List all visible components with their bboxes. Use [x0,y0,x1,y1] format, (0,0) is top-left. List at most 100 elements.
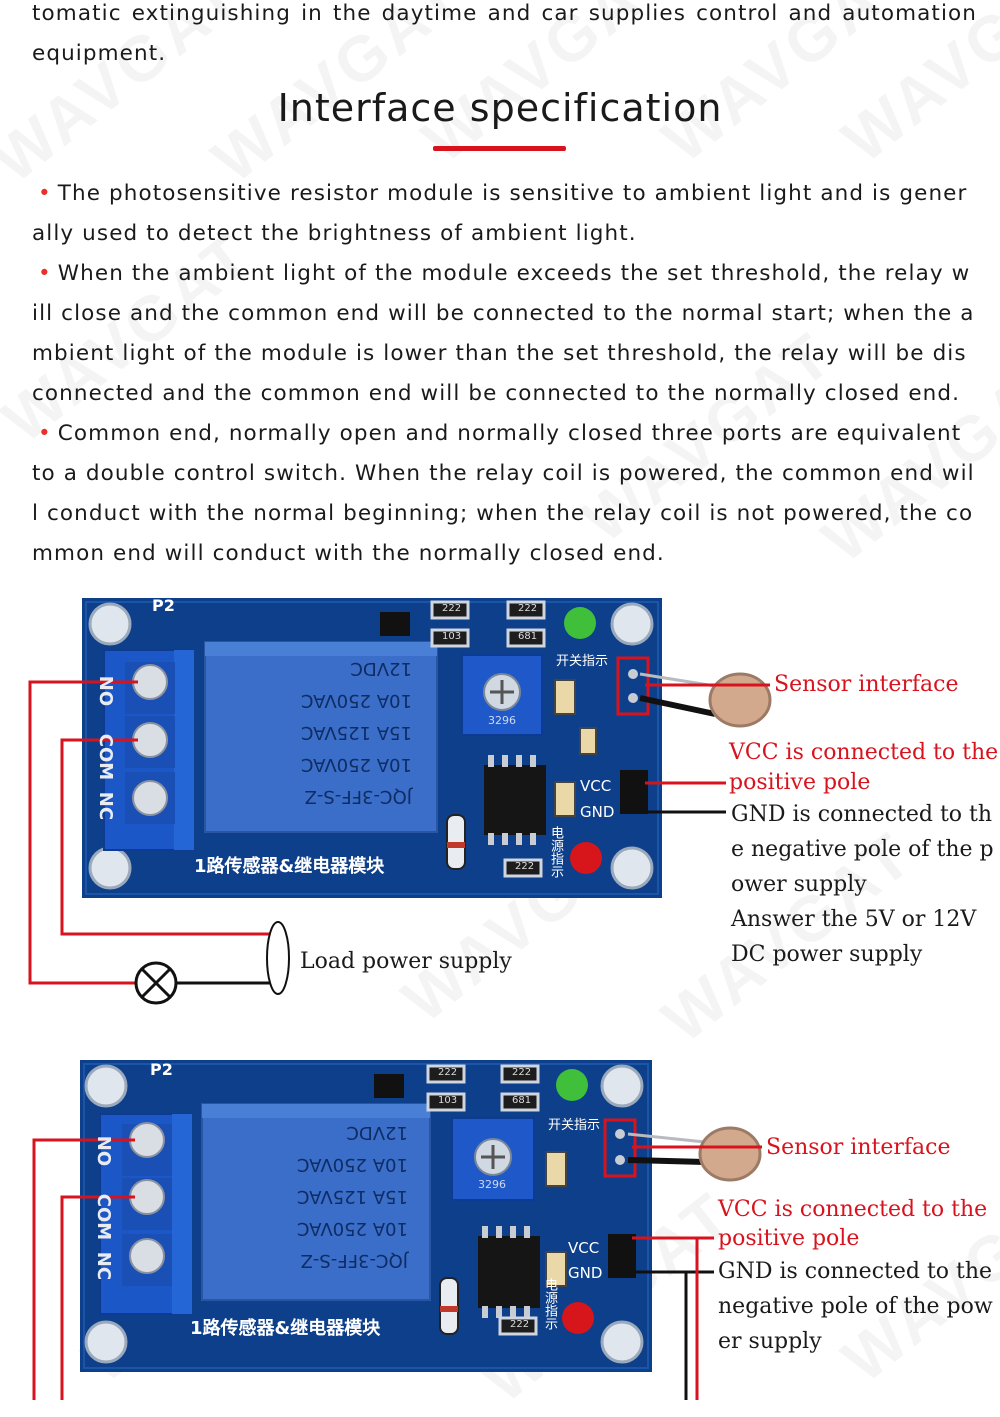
sensor-interface-label: Sensor interface [774,672,959,697]
bullet-icon: • [38,261,52,286]
spec-item: •When the ambient light of the module ex… [32,254,977,414]
switch-indicator-label: 开关指示 [556,654,609,669]
resistor-label: 222 [515,861,535,872]
vcc-label: VCC is connected to the positive pole [729,735,998,800]
terminal-label-com: COM [95,733,117,781]
relay-marking-line: 10A 250VAC [296,1154,408,1175]
power-indicator-label: 电源指示 [548,826,563,878]
relay [204,641,438,833]
spec-item-text: The photosensitive resistor module is se… [32,181,968,246]
terminal-screw [132,664,168,700]
relay-marking-line: 15A 125VAC [296,1186,408,1207]
resistor-label: 103 [438,1095,458,1106]
gnd-label-line: GND is connected to the [718,1259,993,1284]
section-title: Interface specification [277,86,723,130]
photoresistor [698,1126,762,1182]
relay-marking-line: 15A 125VAC [300,722,412,743]
gnd-label-line: Answer the 5V or 12V [731,907,977,932]
resistor-label: 103 [442,631,462,642]
mounting-hole [88,846,132,890]
relay-marking-line: 12VDC [350,658,412,679]
resistor-label: 222 [510,1319,530,1330]
pin-gnd-label: GND [580,803,615,821]
load-connector [266,921,290,995]
power-led [562,1302,594,1334]
terminal-label-nc: NC [93,1251,115,1281]
title-underline [433,146,566,151]
ic-chip [478,1236,540,1308]
relay-marking-line: JQC-3FF-S-Z [304,786,412,807]
pin-gnd-label: GND [568,1264,603,1282]
terminal-label-nc: NC [95,791,117,821]
power-indicator-label: 电源指示 [542,1278,557,1330]
terminal-labels: NO COM NC [82,670,128,844]
ic-chip [484,765,546,835]
spec-item: •The photosensitive resistor module is s… [32,174,977,254]
mounting-hole [610,602,654,646]
mounting-hole [600,1320,644,1364]
wiring-diagram-2: P2 JQC-3FF-S-Z 10A 250VAC 15A 125VAC 10A… [0,1052,1000,1400]
gnd-label-line: e negative pole of the p [731,837,994,862]
resistor-label: 222 [518,603,538,614]
relay-marking-line: 10A 250VAC [296,1218,408,1239]
transistor [374,1074,404,1098]
relay-marking-line: 12VDC [346,1122,408,1143]
resistor-label: 222 [442,603,462,614]
pot-label: 3296 [478,1178,506,1191]
sensor-interface-label: Sensor interface [766,1135,951,1160]
load-power-supply-label: Load power supply [300,949,512,974]
relay-marking-line: 10A 250VAC [300,690,412,711]
wiring-diagram-1-svg [28,598,772,1005]
gnd-label: GND is connected to the negative pole of… [718,1254,993,1359]
pcb-header-label: P2 [150,1060,173,1079]
spec-item-text: Common end, normally open and normally c… [32,421,975,566]
resistor-label: 681 [518,631,538,642]
pin-vcc-label: VCC [568,1239,600,1257]
switch-led [556,1069,588,1101]
resistor-label: 222 [438,1067,458,1078]
bullet-icon: • [38,181,52,206]
vcc-label: VCC is connected to the positive pole [718,1192,987,1256]
bullet-icon: • [38,421,52,446]
relay-marking-line: 10A 250VAC [300,754,412,775]
terminal-labels: NO COM NC [80,1130,126,1304]
gnd-label-line: negative pole of the pow [718,1294,993,1319]
terminal-screw [132,722,168,758]
relay-marking-line: JQC-3FF-S-Z [300,1250,408,1271]
switch-led [564,607,596,639]
resistor-label: 222 [512,1067,532,1078]
terminal-label-no: NO [95,675,117,707]
mounting-hole [84,1320,128,1364]
spec-list: •The photosensitive resistor module is s… [32,174,977,574]
relay [201,1103,431,1301]
photoresistor [708,672,772,728]
terminal-screw [129,1238,165,1274]
terminal-label-no: NO [93,1135,115,1167]
pcb-header-label: P2 [152,596,175,615]
terminal-label-com: COM [93,1193,115,1241]
vcc-label-line: VCC is connected to the [729,740,999,765]
switch-indicator-label: 开关指示 [548,1118,601,1133]
board-name: 1路传感器&继电器模块 [190,1318,381,1339]
mounting-hole [84,1064,128,1108]
terminal-screw [129,1122,165,1158]
power-header [620,770,648,814]
spec-item-text: When the ambient light of the module exc… [32,261,975,406]
gnd-label-line: GND is connected to th [731,802,993,827]
relay-marking: JQC-3FF-S-Z 10A 250VAC 15A 125VAC 10A 25… [222,652,412,812]
terminal-screw [132,780,168,816]
vcc-label-line: positive pole [718,1226,860,1251]
terminal-screw [129,1179,165,1215]
relay-marking: JQC-3FF-S-Z 10A 250VAC 15A 125VAC 10A 25… [218,1116,408,1276]
pin-vcc-label: VCC [580,777,612,795]
wiring-diagram-1: P2 JQC-3FF-S-Z 10A 250VAC 15A 125VAC 10A… [0,590,1000,1010]
board-name: 1路传感器&继电器模块 [194,856,385,877]
intro-paragraph: tomatic extinguishing in the daytime and… [32,1,977,66]
gnd-label-line: DC power supply [731,942,923,967]
transistor [380,612,410,636]
mounting-hole [88,602,132,646]
wiring-diagram-2-svg [32,1060,762,1400]
power-led [570,842,602,874]
vcc-label-line: positive pole [729,770,871,795]
power-header [608,1234,636,1278]
